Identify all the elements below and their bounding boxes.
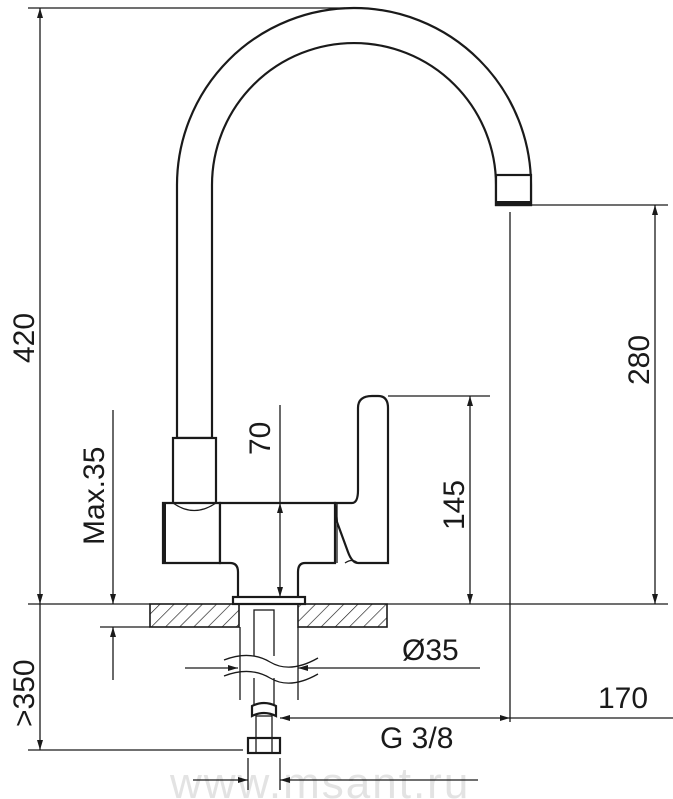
dim-170-label: 170 [598,682,648,715]
dim-diameter-label: Ø35 [402,634,459,667]
dim-280-label: 280 [623,335,656,385]
spout-nozzle [494,173,533,207]
dim-max35-label: Max.35 [78,447,111,545]
watermark: www.msant.ru [169,759,470,799]
dim-70-label: 70 [244,422,277,455]
dim-145-label: 145 [438,480,471,530]
dim-350-label: >350 [8,659,41,727]
countertop [149,603,388,628]
dim-420-label: 420 [8,313,41,363]
supply-hose [223,609,319,755]
dim-thread-label: G 3/8 [380,722,453,755]
dimension-lines [28,7,673,790]
spout [175,6,533,440]
